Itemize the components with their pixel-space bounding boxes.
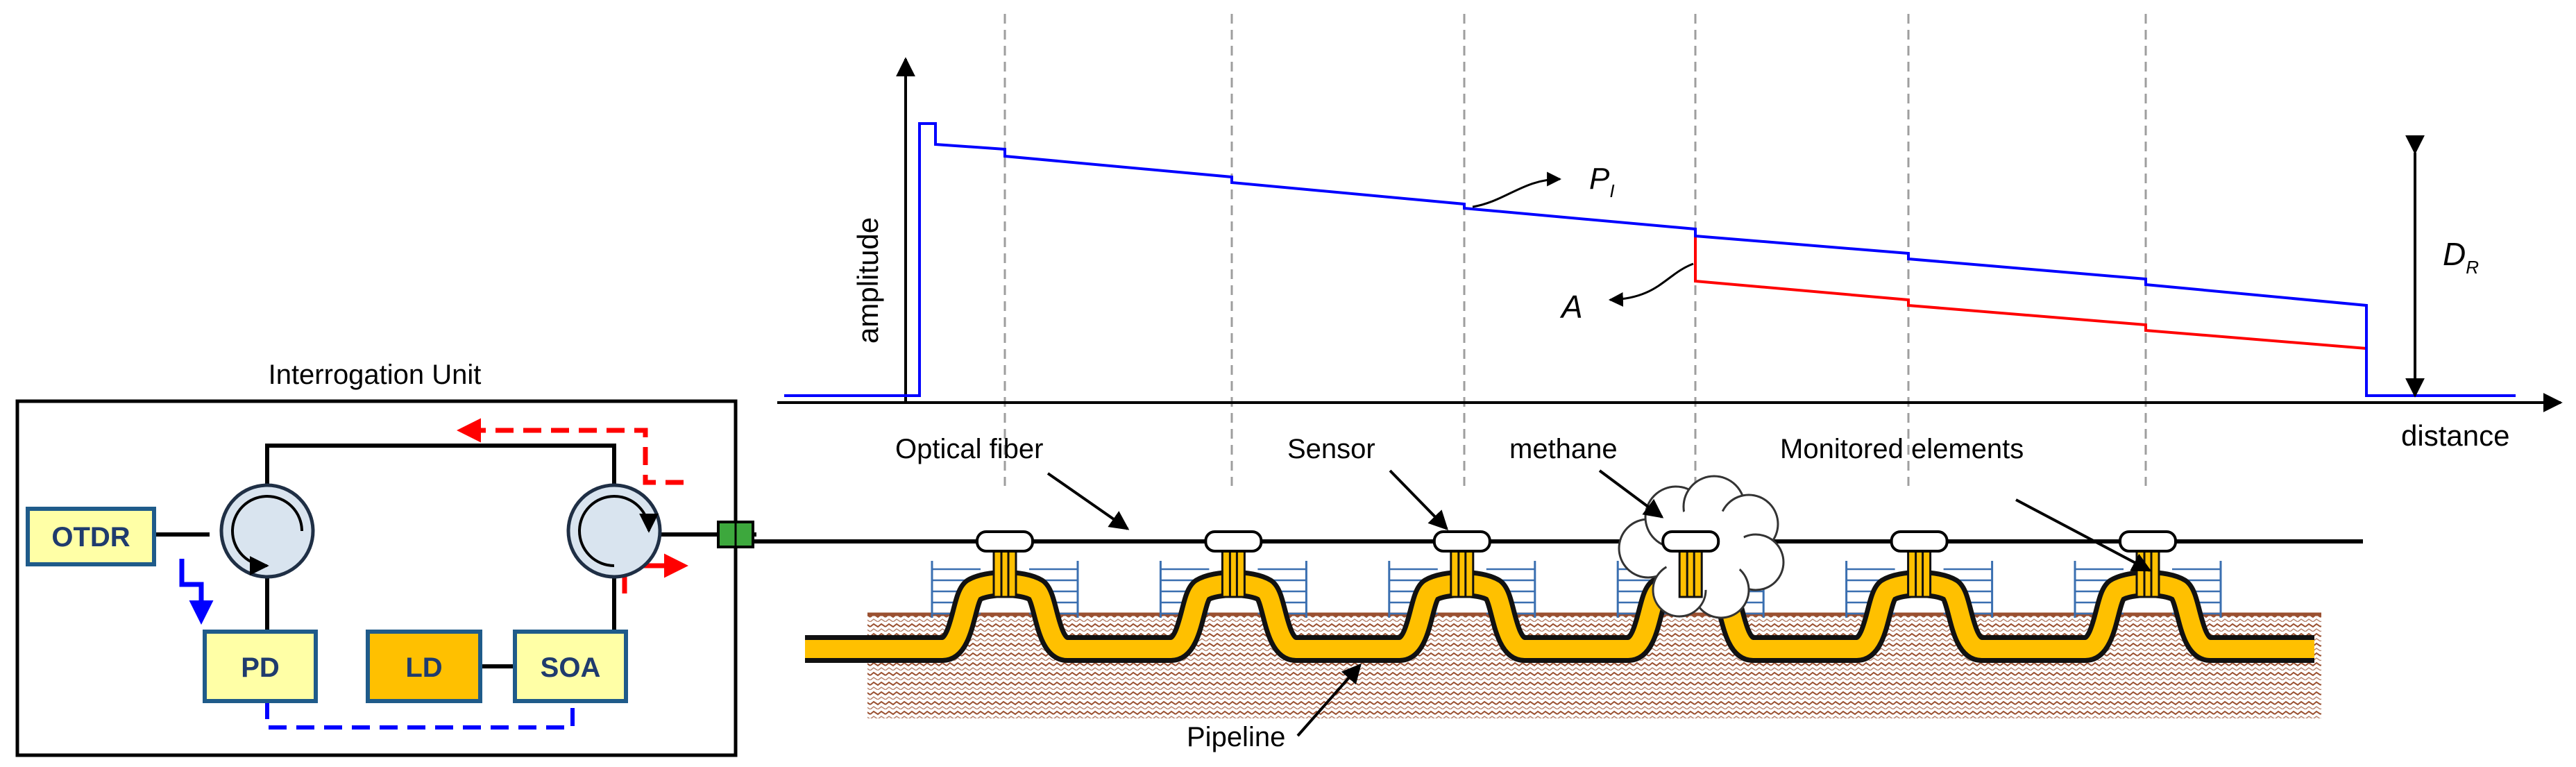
sensor-4 xyxy=(1661,530,1720,598)
dr-label: DR xyxy=(2443,236,2479,278)
circulator-right xyxy=(566,483,662,579)
sensor-pointer xyxy=(1389,469,1448,531)
otdr-box: OTDR xyxy=(26,507,156,566)
y-axis-label: amplitude xyxy=(851,217,884,344)
sensor-2 xyxy=(1204,530,1263,598)
interrogation-unit: Interrogation Unit xyxy=(15,360,756,757)
trace-reference-line xyxy=(784,122,2516,397)
trace-event-line xyxy=(1694,229,2368,396)
sensors xyxy=(976,530,2177,598)
monitored-elements-pointer xyxy=(2015,498,2152,572)
return-signal-arrow xyxy=(457,418,684,485)
circulator-left xyxy=(219,483,315,579)
sensor-label: Sensor xyxy=(1287,434,1375,464)
pipeline-label: Pipeline xyxy=(1187,722,1285,752)
fiber-connector xyxy=(717,521,754,548)
ld-label: LD xyxy=(405,652,442,683)
pipeline-pointer xyxy=(1296,663,1362,737)
pipeline-body xyxy=(805,575,2314,658)
soil xyxy=(867,614,2321,718)
a-pointer-arrow xyxy=(1608,262,1694,307)
otdr-label: OTDR xyxy=(51,522,130,553)
a-label: A xyxy=(1559,289,1583,325)
pd-box: PD xyxy=(203,630,318,703)
pd-soa-sync-line xyxy=(265,701,575,730)
sensor-1 xyxy=(976,530,1034,598)
sensor-guide-lines xyxy=(1003,14,2147,486)
soa-box: SOA xyxy=(513,630,628,703)
soa-label: SOA xyxy=(541,652,601,683)
ld-box: LD xyxy=(366,630,482,703)
optical-fiber-pointer xyxy=(1046,472,1130,530)
pi-label: PI xyxy=(1589,162,1615,201)
pi-pointer-arrow xyxy=(1472,171,1562,208)
monitored-elements-label: Monitored elements xyxy=(1780,434,2024,464)
otdr-trace-plot: amplitude distance PI A DR xyxy=(777,14,2563,486)
detected-signal-arrow xyxy=(179,559,214,625)
pd-label: PD xyxy=(241,652,280,683)
unit-title: Interrogation Unit xyxy=(269,360,482,390)
methane-pointer xyxy=(1598,469,1664,519)
sensor-mounts xyxy=(931,561,2222,618)
sensor-5 xyxy=(1890,530,1949,598)
sensor-3 xyxy=(1432,530,1491,598)
field-scene: Optical fiber Sensor methane Monitored e… xyxy=(753,434,2363,752)
x-axis-label: distance xyxy=(2401,419,2509,452)
optical-fiber-label: Optical fiber xyxy=(895,434,1043,464)
methane-label: methane xyxy=(1509,434,1618,464)
